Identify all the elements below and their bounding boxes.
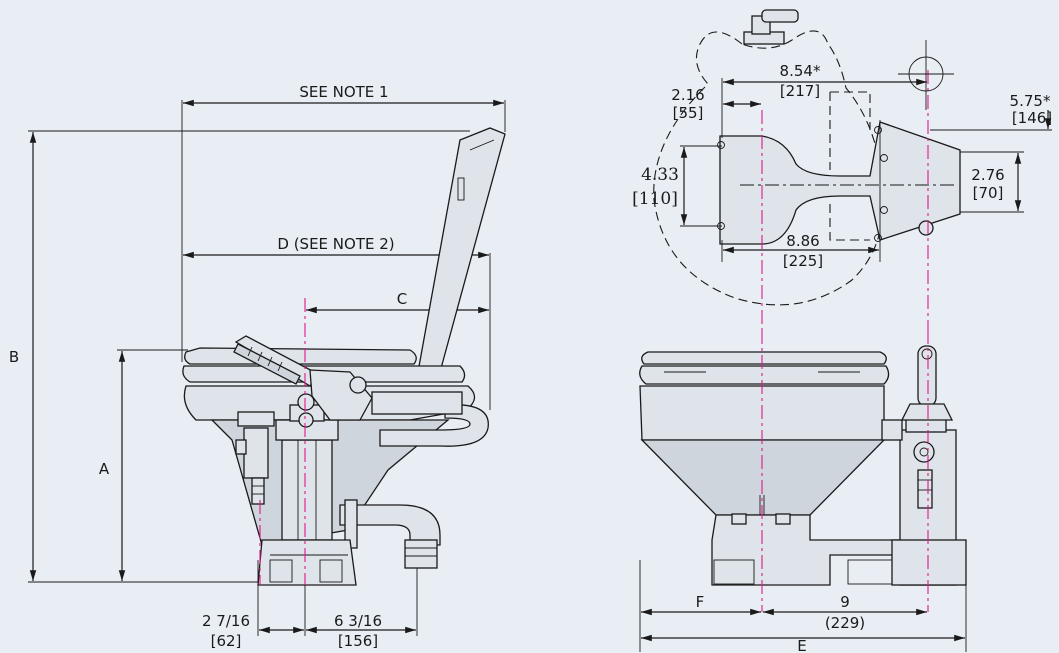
dim-4-33-mm: [110]	[632, 189, 678, 209]
dim-8-54-mm: [217]	[780, 82, 820, 100]
dim-2-16-mm: [55]	[673, 104, 704, 122]
label-d-see-note-2: D (SEE NOTE 2)	[277, 235, 394, 253]
pump-base	[257, 539, 357, 586]
seat-outline-dashed	[653, 30, 884, 306]
front-pump-handle	[917, 345, 937, 407]
label-f: F	[696, 593, 705, 611]
toilet-lid	[417, 127, 506, 373]
dim-2-7-16-mm: [62]	[211, 632, 242, 650]
dim-9-inches: 9	[840, 593, 850, 611]
dim-2-76-mm: [70]	[973, 184, 1004, 202]
outlet-hose	[379, 404, 489, 447]
front-seat	[641, 351, 887, 365]
dim-8-54-inches: 8.54*	[780, 62, 821, 80]
dim-9-mm: (229)	[825, 614, 865, 632]
toilet-seat	[184, 347, 417, 365]
outlet-fitting	[404, 539, 438, 569]
dim-6-3-16-mm: [156]	[338, 632, 378, 650]
dim-5-75-inches: 5.75*	[1010, 92, 1051, 110]
inlet-valve	[243, 427, 269, 479]
label-b: B	[9, 348, 19, 366]
front-bowl-body	[640, 439, 886, 516]
front-base	[711, 514, 901, 586]
label-see-note-1: SEE NOTE 1	[299, 83, 388, 101]
dim-8-86-inches: 8.86	[786, 232, 819, 250]
pump-body	[281, 439, 333, 541]
dim-8-86-mm: [225]	[783, 252, 823, 270]
label-a: A	[99, 460, 110, 478]
base-footprint	[719, 121, 961, 245]
label-e: E	[797, 637, 806, 653]
front-view: F 9 (229) E	[639, 330, 967, 653]
dim-2-16-inches: 2.16	[671, 86, 704, 104]
dim-2-7-16-inches: 2 7/16	[202, 612, 250, 630]
top-view: 2.16 [55] 8.54* [217] 5.75* [146] 4.33 […	[632, 9, 1052, 330]
dim-6-3-16-inches: 6 3/16	[334, 612, 382, 630]
dim-4-33-inches: 4.33	[641, 165, 679, 185]
dim-2-76-inches: 2.76	[971, 166, 1004, 184]
dim-5-75-mm: [146]	[1012, 109, 1052, 127]
side-view: SEE NOTE 1 D (SEE NOTE 2) C B A 2 7/16 […	[9, 83, 506, 650]
label-c: C	[397, 290, 407, 308]
